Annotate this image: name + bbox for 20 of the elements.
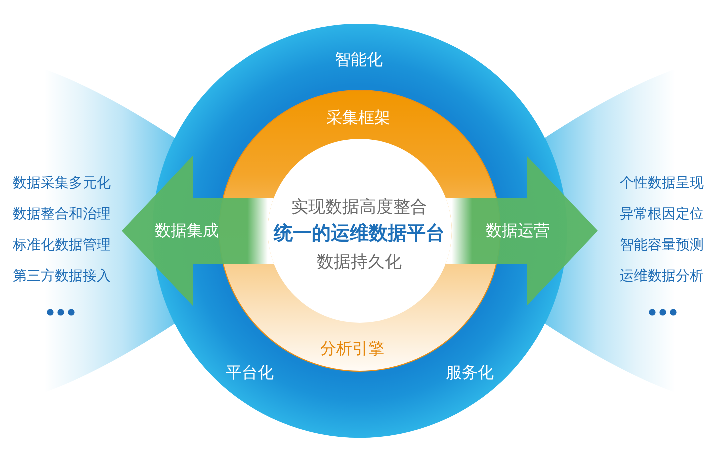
list-item: 异常根因定位 <box>620 207 704 223</box>
center-text: 实现数据高度整合 <box>292 198 428 217</box>
list-item: 智能容量预测 <box>620 238 704 254</box>
ring-label: 分析引擎 <box>320 340 384 358</box>
ring-label: 智能化 <box>335 51 383 69</box>
list-item: 个性数据呈现 <box>620 176 704 192</box>
block-arrow <box>122 156 274 306</box>
edge-label: 数据集成 <box>155 222 219 240</box>
ring-label: 服务化 <box>446 364 494 382</box>
ring-label: 采集框架 <box>326 108 390 126</box>
list-item: 第三方数据接入 <box>13 269 111 285</box>
edge-label: 数据运营 <box>486 222 550 240</box>
ring-label: 平台化 <box>226 364 274 382</box>
list-item: 数据整合和治理 <box>13 207 111 223</box>
block-arrow <box>446 156 598 306</box>
center-text: 数据持久化 <box>317 253 402 272</box>
list-item: 标准化数据管理 <box>13 238 111 254</box>
center-title: 统一的运维数据平台 <box>274 223 445 244</box>
list-item: 运维数据分析 <box>620 269 704 285</box>
list-item: 数据采集多元化 <box>13 176 111 192</box>
